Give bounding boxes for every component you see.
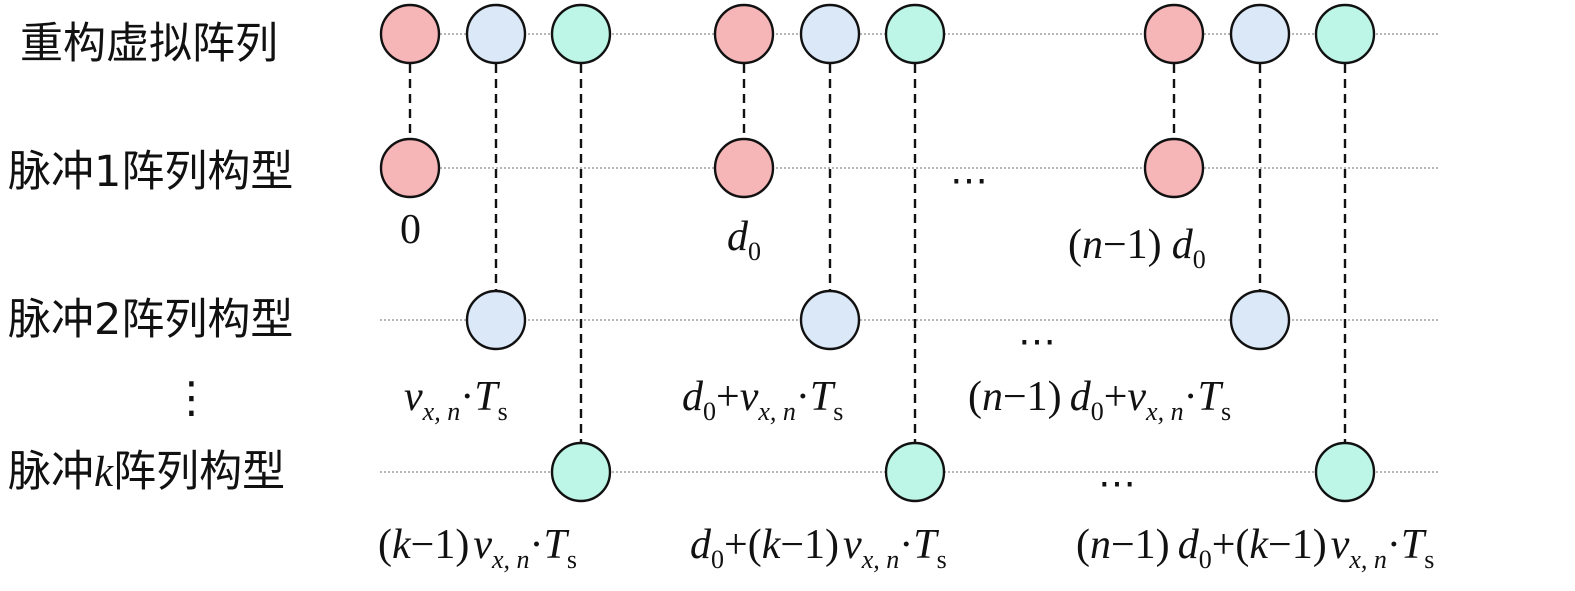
position-label-pulsek-2: d0+(k−1)vx, n·Ts: [690, 522, 947, 574]
pulse1-element-2: [713, 137, 775, 199]
position-label-pulse2-n: (n−1)d0+vx, n·Ts: [968, 374, 1231, 426]
vertical-ellipsis: ⋮: [170, 373, 213, 423]
virtual-element-6: [884, 3, 946, 65]
pulse1-element-1: [379, 137, 441, 199]
array-elements: [379, 3, 1376, 503]
position-label-pulsek-1: (k−1)vx, n·Ts: [378, 522, 577, 574]
row-label-pulsek: 脉冲k阵列构型: [8, 447, 285, 497]
ellipsis-pulse1: ⋯: [950, 160, 988, 202]
virtual-element-2: [465, 3, 527, 65]
position-label-pulse1-2: d0: [727, 214, 761, 266]
pulsek-element-2: [884, 441, 946, 503]
virtual-element-3: [550, 3, 612, 65]
virtual-element-4: [713, 3, 775, 65]
ellipsis-pulsek: ⋯: [1098, 463, 1136, 505]
row-label-pulse1: 脉冲1阵列构型: [8, 147, 293, 197]
position-label-pulsek-n: (n−1)d0+(k−1)vx, n·Ts: [1076, 522, 1434, 574]
virtual-element-1: [379, 3, 441, 65]
virtual-element-8: [1229, 3, 1291, 65]
pulsek-element-1: [550, 441, 612, 503]
pulse1-element-n: [1143, 137, 1205, 199]
pulse2-element-n: [1229, 289, 1291, 351]
row-label-reconstructed: 重构虚拟阵列: [20, 19, 278, 69]
pulsek-element-n: [1314, 441, 1376, 503]
position-label-pulse2-2: d0+vx, n·Ts: [682, 374, 843, 426]
virtual-element-5: [799, 3, 861, 65]
pulse2-element-1: [465, 289, 527, 351]
position-label-pulse1-n: (n−1)d0: [1068, 222, 1206, 274]
row-label-pulse2: 脉冲2阵列构型: [8, 295, 293, 345]
virtual-element-7: [1143, 3, 1205, 65]
position-label-pulse1-1: 0: [400, 207, 421, 253]
virtual-element-9: [1314, 3, 1376, 65]
ellipsis-pulse2: ⋯: [1018, 321, 1056, 363]
position-label-pulse2-1: vx, n·Ts: [404, 374, 508, 426]
pulse2-element-2: [799, 289, 861, 351]
connector-lines: [408, 64, 1347, 442]
